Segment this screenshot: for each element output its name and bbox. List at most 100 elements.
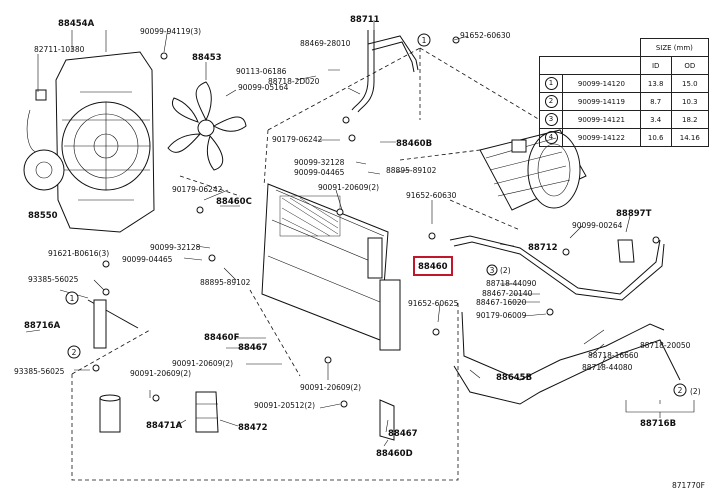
discharge-hose-88711[interactable] <box>351 30 419 113</box>
size-row-od: 14.16 <box>670 128 710 147</box>
receiver-dryer-88471A[interactable] <box>99 394 121 433</box>
label-88718-44080: 88718-44080 <box>582 363 633 372</box>
compressor[interactable] <box>479 129 587 211</box>
marker-1-top <box>417 33 431 47</box>
leader-lines <box>25 20 661 447</box>
reference-markers: 1 1 2 3 2 <box>65 33 687 397</box>
label-90099-32128-b: 90099-32128 <box>150 243 201 252</box>
label-3-count: (2) <box>500 266 511 275</box>
label-90099-05164: 90099-05164 <box>238 83 289 92</box>
liquid-tube-88716B[interactable] <box>453 311 681 405</box>
size-row-od: 10.3 <box>670 92 710 111</box>
size-row-od: 15.0 <box>670 74 710 93</box>
marker-3 <box>486 264 498 276</box>
size-table: SIZE (mm) ID OD 1 90099-14120 13.8 15.0 … <box>539 38 710 147</box>
size-table-row: 3 90099-14121 3.4 18.2 <box>539 110 710 129</box>
size-table-title: SIZE (mm) <box>639 38 710 57</box>
marker-2-left <box>67 345 81 359</box>
label-88895-89102-a: 88895-89102 <box>386 166 437 175</box>
label-88897T: 88897T <box>616 209 652 219</box>
label-88718-20050: 88718-20050 <box>640 341 691 350</box>
label-88460B: 88460B <box>396 139 432 149</box>
marker-1-top-label: 1 <box>422 36 427 45</box>
label-90091-20512: 90091-20512(2) <box>254 401 315 410</box>
size-row-id: 13.8 <box>639 74 672 93</box>
label-88460F: 88460F <box>204 333 240 343</box>
label-88472: 88472 <box>238 423 268 433</box>
size-row-id: 3.4 <box>639 110 672 129</box>
label-88895-89102-b: 88895-89102 <box>200 278 251 287</box>
label-90179-06009: 90179-06009 <box>476 311 527 320</box>
bracket-88460D[interactable] <box>379 399 395 441</box>
size-table-col-od: OD <box>670 56 710 75</box>
label-90091-20609-c: 90091-20609(2) <box>130 369 191 378</box>
label-90099-04465-a: 90099-04465 <box>294 168 345 177</box>
size-row-part: 90099-14122 <box>562 128 641 147</box>
label-88467-20140: 88467-20140 <box>482 289 533 298</box>
label-88711: 88711 <box>350 15 380 25</box>
marker-1-left <box>65 291 79 305</box>
label-88454A: 88454A <box>58 19 95 29</box>
label-88718-16660: 88718-16660 <box>588 351 639 360</box>
label-88471A: 88471A <box>146 421 183 431</box>
size-row-od: 18.2 <box>670 110 710 129</box>
label-88712: 88712 <box>528 243 558 253</box>
label-88718-2D020: 88718-2D020 <box>268 77 320 86</box>
fan-motor-88550[interactable] <box>23 89 65 191</box>
label-91621-B0616: 91621-B0616(3) <box>48 249 109 258</box>
suction-hose-88712[interactable] <box>449 235 665 301</box>
marker-2-right-label: 2 <box>678 386 683 395</box>
label-88716B: 88716B <box>640 419 676 429</box>
label-88467-b: 88467 <box>388 429 418 439</box>
label-88460D: 88460D <box>376 449 413 459</box>
label-90091-20609-d: 90091-20609(2) <box>300 383 361 392</box>
label-2-count: (2) <box>690 387 701 396</box>
label-90099-94119: 90099-94119(3) <box>140 27 201 36</box>
label-93385-56025-a: 93385-56025 <box>28 275 79 284</box>
size-row-part: 90099-14121 <box>562 110 641 129</box>
liquid-tube-88716A[interactable] <box>87 299 139 349</box>
fan-shroud-88454A[interactable] <box>55 51 155 233</box>
label-91652-60630-mid: 91652-60630 <box>406 191 457 200</box>
size-table-row: 2 90099-14119 8.7 10.3 <box>539 92 710 111</box>
label-88460: 88460 <box>418 262 448 272</box>
label-91652-60625: 91652-60625 <box>408 299 459 308</box>
size-row-part: 90099-14120 <box>562 74 641 93</box>
marker-2-right <box>673 383 687 397</box>
size-row-id: 8.7 <box>639 92 672 111</box>
size-table-col-id: ID <box>639 56 672 75</box>
label-88467-16020: 88467-16020 <box>476 298 527 307</box>
highlight-box <box>413 256 453 276</box>
size-row-id: 10.6 <box>639 128 672 147</box>
marker-2-left-label: 2 <box>72 348 77 357</box>
label-90113-06186: 90113-06186 <box>236 67 287 76</box>
label-90099-00264: 90099-00264 <box>572 221 623 230</box>
label-88718-44090: 88718-44090 <box>486 279 537 288</box>
condenser-88460[interactable] <box>261 183 401 351</box>
bolts <box>92 36 660 408</box>
label-88460C: 88460C <box>216 197 252 207</box>
label-88645B: 88645B <box>496 373 532 383</box>
label-90179-06242-b: 90179-06242 <box>172 185 223 194</box>
label-88550: 88550 <box>28 211 58 221</box>
label-88469-28010: 88469-28010 <box>300 39 351 48</box>
label-90179-06242-a: 90179-06242 <box>272 135 323 144</box>
figure-code: 871770F <box>672 481 705 490</box>
size-table-row: 1 90099-14120 13.8 15.0 <box>539 74 710 93</box>
label-90091-20609-a: 90091-20609(2) <box>318 183 379 192</box>
reference-lines <box>71 47 541 481</box>
part-labels: 88454A 90099-94119(3) 88711 91652-60630 … <box>14 15 705 490</box>
size-row-part: 90099-14119 <box>562 92 641 111</box>
fan-blade-88453[interactable] <box>167 81 247 171</box>
pipe-fitting-88897T[interactable] <box>617 239 635 263</box>
marker-3-label: 3 <box>490 266 495 275</box>
label-82711-10380: 82711-10380 <box>34 45 85 54</box>
bracket-88472[interactable] <box>195 391 219 433</box>
label-88716A: 88716A <box>24 321 61 331</box>
label-90099-04465-b: 90099-04465 <box>122 255 173 264</box>
label-91652-60630-top: 91652-60630 <box>460 31 511 40</box>
marker-1-left-label: 1 <box>70 294 75 303</box>
size-table-row: 4 90099-14122 10.6 14.16 <box>539 128 710 147</box>
